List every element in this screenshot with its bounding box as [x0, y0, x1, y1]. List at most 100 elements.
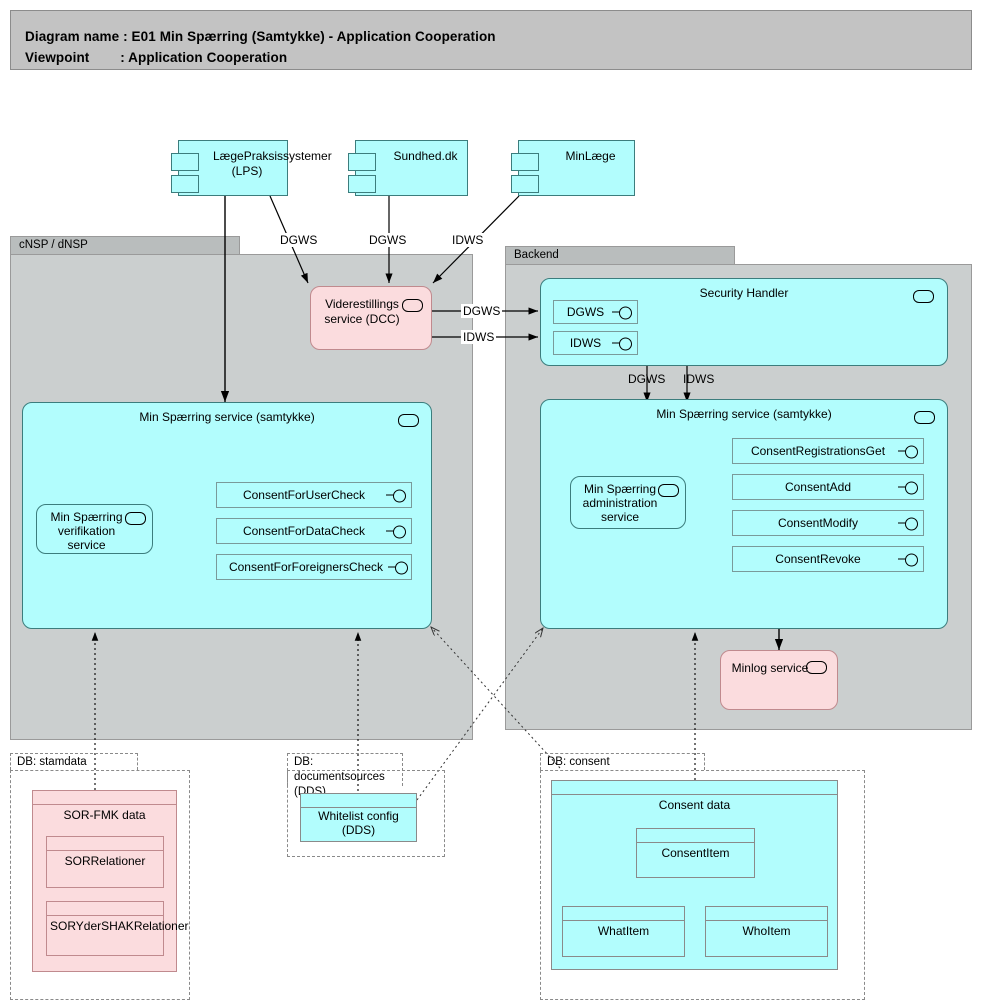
interface-icon [898, 517, 918, 531]
component-sundhed-dk-label: Sundhed.dk [393, 149, 458, 163]
data-object-consent-data-label: Consent data [658, 798, 731, 812]
component-minlaege[interactable]: MinLæge [511, 140, 635, 196]
interface-consent-modify[interactable]: ConsentModify [732, 510, 924, 536]
service-dcc[interactable]: Viderestillings service (DCC) [310, 286, 432, 350]
data-object-whitelist-config-label: Whitelist config (DDS) [318, 809, 399, 837]
service-min-spaerring-nsp[interactable]: Min Spærring service (samtykke) Min Spær… [22, 402, 432, 629]
interface-consent-for-data-check[interactable]: ConsentForDataCheck [216, 518, 412, 544]
interface-icon [388, 561, 408, 575]
application-component-icon [658, 484, 679, 497]
interface-sh-idws-label: IDWS [569, 336, 602, 350]
data-object-sor-fmk-data[interactable]: SOR-FMK data SORRelationer SORYderSHAKRe… [32, 790, 189, 972]
group-tab-nsp: cNSP / dNSP [10, 236, 240, 254]
service-dcc-label: Viderestillings service (DCC) [324, 297, 400, 326]
data-object-whoitem[interactable]: WhoItem [705, 906, 828, 957]
interface-icon [612, 306, 632, 320]
interface-icon [386, 489, 406, 503]
component-port-icon [348, 175, 376, 193]
interface-consent-registrations-get-label: ConsentRegistrationsGet [750, 444, 886, 458]
interface-icon [612, 337, 632, 351]
data-object-strip [47, 837, 163, 851]
data-object-strip [563, 907, 684, 921]
interface-consent-for-user-check[interactable]: ConsentForUserCheck [216, 482, 412, 508]
edge-label-lps-dcc: DGWS [278, 233, 320, 247]
interface-icon [386, 525, 406, 539]
viewpoint-text: Viewpoint : Application Cooperation [25, 50, 288, 65]
interface-sh-idws[interactable]: IDWS [553, 331, 638, 355]
data-object-whatitem-label: WhatItem [597, 924, 650, 938]
data-object-soryder-shak-relationer[interactable]: SORYderSHAKRelationer [46, 901, 189, 956]
edge-label-dcc-sh-dgws: DGWS [461, 304, 503, 318]
data-object-consentitem-label: ConsentItem [661, 846, 730, 860]
component-min-spaerring-verifikation-label: Min Spærring verifikation service [50, 510, 123, 552]
interface-icon [898, 481, 918, 495]
edge-label-sundhed-dcc: DGWS [367, 233, 409, 247]
service-min-spaerring-backend-label: Min Spærring service (samtykke) [656, 407, 832, 421]
db-group-consent [540, 770, 865, 1000]
data-object-sor-fmk-data-label: SOR-FMK data [63, 808, 146, 822]
component-sundhed-dk[interactable]: Sundhed.dk [348, 140, 468, 196]
component-port-icon [511, 175, 539, 193]
data-object-sorrelationer-label: SORRelationer [64, 854, 146, 868]
service-min-spaerring-backend[interactable]: Min Spærring service (samtykke) Min Spær… [540, 399, 948, 629]
data-object-strip [33, 791, 176, 805]
interface-icon [898, 553, 918, 567]
service-security-handler[interactable]: Security Handler DGWS IDWS [540, 278, 948, 366]
data-object-strip [637, 829, 754, 843]
db-tab-stamdata: DB: stamdata [10, 753, 138, 770]
edge-label-dcc-sh-idws: IDWS [461, 330, 497, 344]
component-lps[interactable]: LægePraksissystemer (LPS) [171, 140, 332, 196]
application-service-icon [806, 661, 827, 674]
interface-consent-add[interactable]: ConsentAdd [732, 474, 924, 500]
application-service-icon [914, 411, 935, 424]
application-service-icon [402, 299, 423, 312]
interface-consent-registrations-get[interactable]: ConsentRegistrationsGet [732, 438, 924, 464]
data-object-consentitem[interactable]: ConsentItem [636, 828, 755, 878]
component-min-spaerring-administration-label: Min Spærring administration service [582, 482, 658, 524]
component-port-icon [511, 153, 539, 171]
service-minlog[interactable]: Minlog service [720, 650, 838, 710]
interface-sh-dgws[interactable]: DGWS [553, 300, 638, 324]
diagram-name-text: Diagram name : E01 Min Spærring (Samtykk… [25, 29, 496, 44]
edge-label-minlaege-dcc: IDWS [450, 233, 486, 247]
interface-sh-dgws-label: DGWS [566, 305, 605, 319]
data-object-whitelist-config[interactable]: Whitelist config (DDS) [300, 793, 417, 842]
service-min-spaerring-nsp-label: Min Spærring service (samtykke) [139, 410, 315, 424]
interface-consent-for-data-check-label: ConsentForDataCheck [242, 524, 366, 538]
interface-consent-for-foreigners-check[interactable]: ConsentForForeignersCheck [216, 554, 412, 580]
component-port-icon [348, 153, 376, 171]
component-port-icon [171, 175, 199, 193]
data-object-sorrelationer[interactable]: SORRelationer [46, 836, 164, 888]
db-group-documentsources [287, 770, 445, 857]
interface-consent-for-foreigners-check-label: ConsentForForeignersCheck [228, 560, 384, 574]
data-object-strip [301, 794, 416, 808]
data-object-strip [47, 902, 163, 916]
diagram-header-bar: Diagram name : E01 Min Spærring (Samtykk… [10, 10, 972, 70]
application-service-icon [913, 290, 934, 303]
security-handler-label: Security Handler [699, 286, 789, 300]
component-min-spaerring-administration[interactable]: Min Spærring administration service [570, 476, 686, 529]
edge-label-sh-service-dgws: DGWS [628, 372, 666, 386]
interface-consent-modify-label: ConsentModify [777, 516, 859, 530]
db-tab-consent: DB: consent [540, 753, 705, 770]
component-port-icon [171, 153, 199, 171]
interface-consent-add-label: ConsentAdd [784, 480, 852, 494]
component-min-spaerring-verifikation[interactable]: Min Spærring verifikation service [36, 504, 153, 554]
interface-consent-for-user-check-label: ConsentForUserCheck [242, 488, 366, 502]
component-lps-label: LægePraksissystemer (LPS) [213, 149, 332, 178]
interface-consent-revoke-label: ConsentRevoke [775, 552, 861, 566]
application-component-icon [125, 512, 146, 525]
service-minlog-label: Minlog service [731, 661, 809, 675]
interface-consent-revoke[interactable]: ConsentRevoke [732, 546, 924, 572]
data-object-strip [706, 907, 827, 921]
data-object-whoitem-label: WhoItem [742, 924, 791, 938]
application-service-icon [398, 414, 419, 427]
component-minlaege-label: MinLæge [565, 149, 616, 163]
data-object-soryder-shak-relationer-label: SORYderSHAKRelationer [50, 919, 189, 933]
edge-label-sh-service-idws: IDWS [683, 372, 715, 386]
db-group-stamdata [10, 770, 190, 1000]
data-object-consent-data[interactable]: Consent data ConsentItem WhatItem WhoIte… [551, 780, 838, 970]
interface-icon [898, 445, 918, 459]
data-object-whatitem[interactable]: WhatItem [562, 906, 685, 957]
data-object-strip [552, 781, 837, 795]
